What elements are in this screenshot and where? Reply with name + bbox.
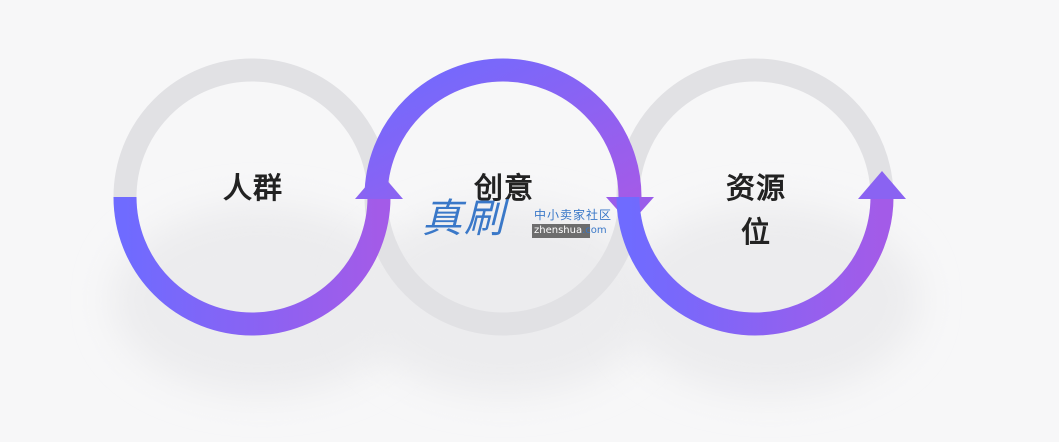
watermark-url-domain: zhenshua (534, 225, 583, 236)
watermark: 真刷 中小卖家社区 zhenshua.com (422, 196, 642, 246)
circle-shadow-3 (620, 205, 920, 395)
watermark-logo-text: 真刷 (422, 196, 506, 242)
ring-3-arc (616, 196, 894, 336)
circle-shadow-2 (355, 205, 655, 395)
step-label-2: 创意 (473, 171, 534, 205)
watermark-tagline: 中小卖家社区 (534, 208, 613, 222)
watermark-url-background (532, 224, 590, 238)
watermark-url-suffix: .com (582, 225, 607, 236)
step-label-1: 人群 (222, 171, 283, 205)
ring-2-arc (364, 58, 642, 198)
circle-shadow-1 (112, 205, 412, 395)
ring-1-arc (113, 196, 391, 336)
step-label-3: 资源 位 (725, 171, 786, 249)
watermark-url: zhenshua.com (534, 224, 607, 238)
ring-3-arrow-up-icon (858, 171, 906, 199)
